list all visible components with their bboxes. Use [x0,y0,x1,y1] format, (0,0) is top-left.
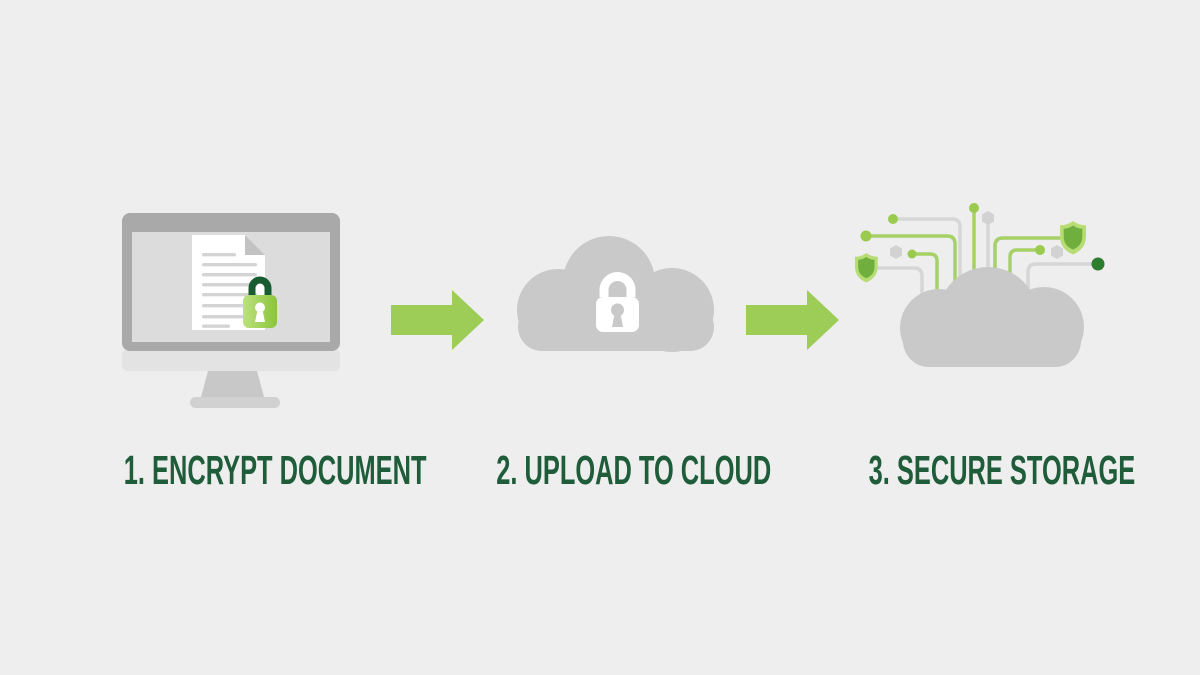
step-2-label: 2. UPLOAD TO CLOUD [412,447,812,494]
step-1-label-text: 1. ENCRYPT DOCUMENT [123,447,427,493]
padlock-icon [596,272,639,332]
arrow-right-icon [391,290,484,350]
cloud-icon [900,267,1084,367]
monitor-document-lock-icon [122,213,340,408]
step-1-label: 1. ENCRYPT DOCUMENT [31,447,431,494]
cloud-icon [517,236,714,352]
shield-icon [854,253,878,283]
step-3-label: 3. SECURE STORAGE [787,447,1187,494]
shield-icon [1060,221,1086,255]
cloud-lock-icon [517,236,714,352]
step-3-label-text: 3. SECURE STORAGE [868,447,1136,493]
cloud-circuit-shields-icon [854,203,1105,367]
circuit-nodes [860,203,1105,271]
step-2-label-text: 2. UPLOAD TO CLOUD [496,447,772,493]
arrow-right-icon [746,290,839,350]
padlock-icon [243,276,277,328]
